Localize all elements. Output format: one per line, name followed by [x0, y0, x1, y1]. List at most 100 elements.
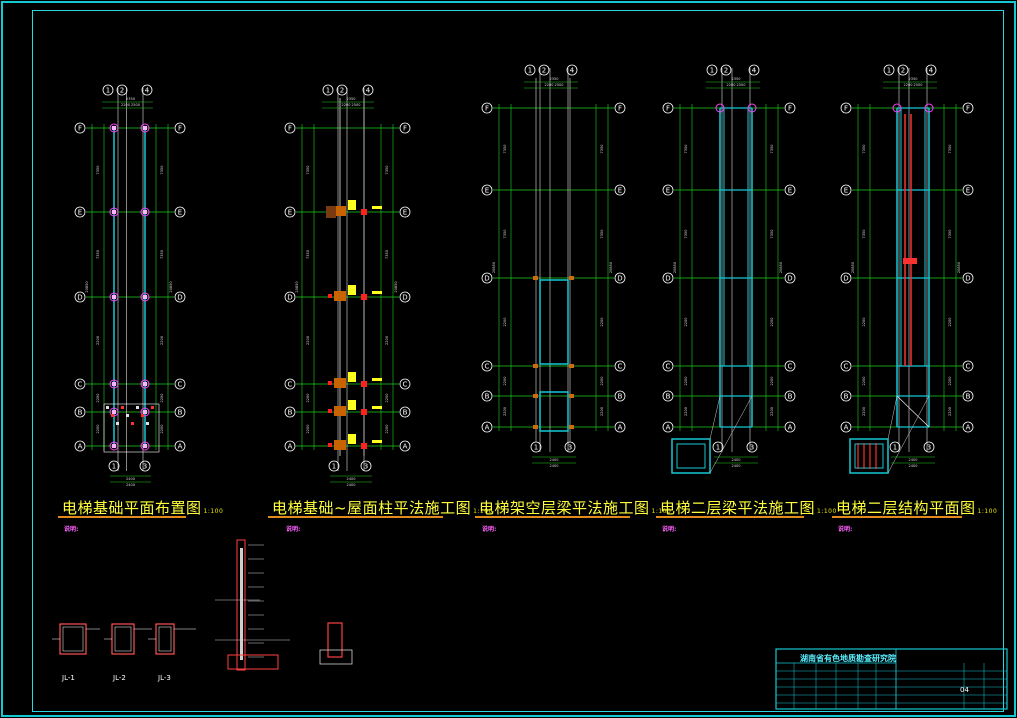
rebar-mark	[131, 422, 134, 425]
dimension-text: 7350	[503, 145, 507, 154]
dimension-text: 2400	[732, 458, 741, 462]
column-node	[140, 379, 150, 389]
axis-label: 1	[710, 67, 714, 75]
column-mark	[143, 382, 147, 386]
column-node	[140, 207, 150, 217]
column-node	[892, 103, 902, 113]
dimension-text: 2200 2500	[545, 83, 564, 87]
dimension-text: 2200	[770, 377, 774, 386]
dimension-text: 2200 2500	[904, 83, 923, 87]
axis-label: 2	[901, 67, 905, 75]
pit-section	[327, 622, 343, 658]
axis-label: 1	[112, 463, 116, 471]
column-node	[109, 379, 119, 389]
axis-label: F	[178, 125, 182, 133]
dimension-text: 20850	[85, 281, 89, 292]
row-bubble-right	[784, 272, 796, 284]
axis-label: E	[78, 209, 82, 217]
column-mark	[112, 382, 116, 386]
dimension-text: 2400	[126, 477, 135, 481]
axis-label: E	[666, 187, 670, 195]
axis-label: 4	[145, 87, 150, 95]
axis-label: 2	[120, 87, 124, 95]
axis-label: A	[666, 424, 671, 432]
row-bubble-right	[174, 291, 186, 303]
axis-label: A	[618, 424, 623, 432]
row-bubble-left	[481, 421, 493, 433]
col-bubble-top	[748, 64, 760, 76]
beam-outline	[539, 391, 569, 432]
axis-label: B	[666, 393, 671, 401]
axis-label: 1	[534, 444, 538, 452]
column-section	[334, 440, 346, 450]
dimension-text: 7350	[862, 145, 866, 154]
row-bubble-left	[662, 421, 674, 433]
dimension-text: 2350	[126, 97, 135, 101]
column-node	[569, 276, 574, 280]
axis-label: 3	[364, 463, 368, 471]
title-underline	[58, 516, 186, 518]
column-tag	[328, 409, 332, 413]
dimension-text: 2200	[385, 336, 389, 345]
axis-label: B	[618, 393, 623, 401]
row-bubble-left	[74, 440, 86, 452]
row-bubble-right	[962, 184, 974, 196]
row-bubble-left	[662, 390, 674, 402]
row-bubble-right	[614, 421, 626, 433]
dimension-text: 2200	[96, 336, 100, 345]
row-bubble-left	[284, 291, 296, 303]
dimension-text: 2200 2500	[121, 103, 140, 107]
column-node	[109, 207, 119, 217]
dimension-text: 20850	[851, 262, 855, 273]
dimension-text: 2350	[550, 77, 559, 81]
dimension-text: 2200	[684, 377, 688, 386]
row-bubble-right	[174, 206, 186, 218]
col-bubble-bottom	[923, 441, 935, 453]
axis-label: D	[402, 294, 407, 302]
axis-label: C	[966, 363, 971, 371]
column-mark	[143, 410, 147, 414]
row-bubble-left	[284, 406, 296, 418]
axis-label: C	[788, 363, 793, 371]
col-bubble-top	[538, 64, 550, 76]
col-bubble-top	[706, 64, 718, 76]
column-section	[334, 206, 346, 216]
axis-label: 3	[568, 444, 572, 452]
section-outline	[155, 623, 175, 655]
dimension-text: 7350	[160, 166, 164, 175]
section-label: JL-1	[62, 674, 75, 682]
dimension-text: 20850	[673, 262, 677, 273]
axis-label: C	[178, 381, 183, 389]
dimension-text: 7350	[948, 145, 952, 154]
row-bubble-right	[174, 122, 186, 134]
row-bubble-right	[399, 378, 411, 390]
axis-label: A	[288, 443, 293, 451]
dimension-text: 2400	[732, 464, 741, 468]
column-node	[140, 407, 150, 417]
column-label	[348, 400, 356, 410]
dimension-text: 7350	[160, 250, 164, 259]
axis-label: 1	[332, 463, 336, 471]
dimension-text: 2350	[347, 97, 356, 101]
sheet-number: 04	[960, 686, 969, 694]
dimension-text: 2400	[126, 483, 135, 487]
column-mark	[112, 410, 116, 414]
rebar-mark	[111, 414, 114, 417]
column-label	[348, 372, 356, 382]
dimension-text: 7350	[600, 145, 604, 154]
axis-label: C	[288, 381, 293, 389]
rebar-mark	[126, 414, 129, 417]
axis-label: C	[666, 363, 671, 371]
column-node	[109, 123, 119, 133]
row-bubble-right	[399, 291, 411, 303]
col-bubble-bottom	[108, 460, 120, 472]
row-bubble-right	[784, 184, 796, 196]
axis-label: C	[403, 381, 408, 389]
axis-label: E	[788, 187, 792, 195]
axis-label: B	[966, 393, 971, 401]
column-node	[715, 103, 725, 113]
axis-label: C	[618, 363, 623, 371]
column-label	[372, 440, 382, 443]
title-block-heading: 湖南省有色地质勘查研究院	[800, 654, 896, 663]
